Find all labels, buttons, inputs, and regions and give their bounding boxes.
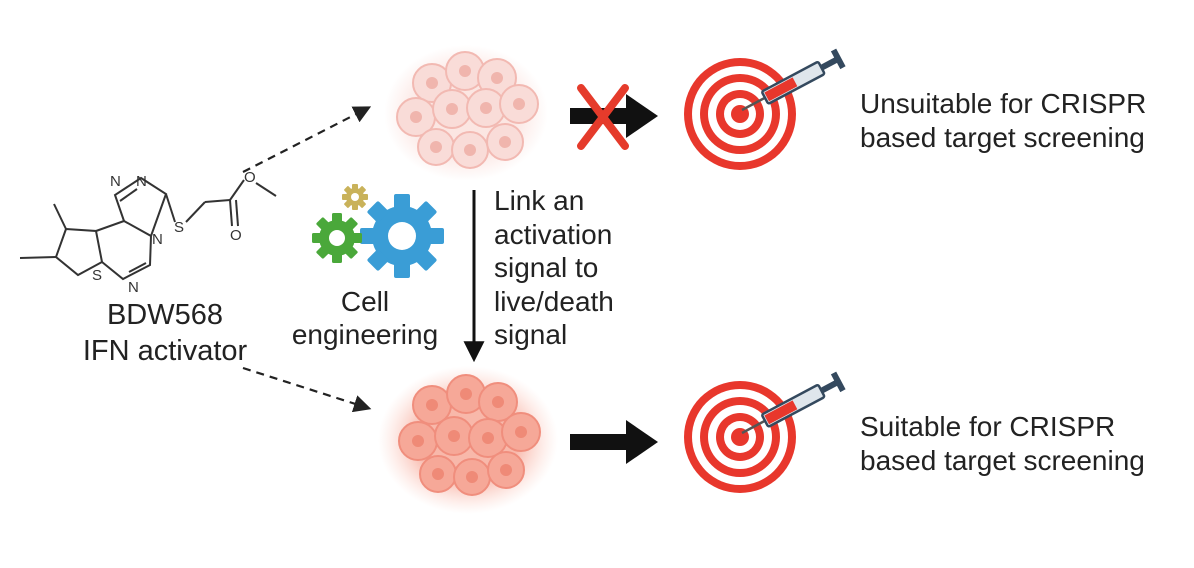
- suitable-line-1: Suitable for CRISPR: [860, 411, 1116, 442]
- compound-structure: [19, 176, 277, 281]
- engineering-line-1: Cell: [340, 286, 390, 317]
- unsuitable-label: Unsuitable for CRISPR based target scree…: [860, 87, 1190, 155]
- link-line: activation: [494, 218, 613, 250]
- cell-cluster-icon: [384, 45, 548, 181]
- unsuitable-line-1: Unsuitable for CRISPR: [860, 88, 1147, 119]
- compound-atom-labels: S N N N N S O O: [92, 169, 256, 296]
- suitable-line-2: based target screening: [860, 445, 1145, 476]
- syringe-icon: [741, 48, 846, 112]
- link-line: Link an: [494, 185, 585, 216]
- suitable-label: Suitable for CRISPR based target screeni…: [860, 410, 1190, 478]
- atom-n-bridge: N: [152, 231, 163, 248]
- link-line: signal: [494, 319, 568, 350]
- syringe-icon: [741, 371, 846, 435]
- compound-label: BDW568 IFN activator: [70, 297, 260, 369]
- atom-n-triazole-2: N: [136, 173, 147, 190]
- dashed-arrow-bottom: [242, 366, 372, 413]
- engineering-line-2: engineering: [291, 319, 439, 350]
- link-line: signal to: [494, 252, 599, 283]
- unsuitable-line-2: based target screening: [860, 122, 1145, 153]
- target-icon: [684, 381, 796, 493]
- link-signal-label: Link an activation signal to live/death …: [494, 184, 654, 352]
- dashed-arrow-top: [242, 106, 372, 173]
- engineering-label: Cell engineering: [280, 285, 450, 351]
- atom-n-pyrimidine: N: [128, 279, 139, 296]
- atom-o-ether: O: [244, 169, 256, 186]
- cross-icon: [577, 84, 629, 150]
- compound-description: IFN activator: [82, 335, 248, 367]
- gear-icon: [312, 213, 362, 263]
- link-line: live/death: [494, 285, 614, 317]
- atom-o-carbonyl: O: [230, 227, 242, 244]
- gear-icon: [342, 184, 368, 210]
- cell-cluster-icon: [378, 366, 558, 514]
- atom-s-link: S: [174, 219, 184, 236]
- gear-icon: [360, 194, 444, 278]
- target-icon: [684, 58, 796, 170]
- success-arrow: [570, 420, 658, 464]
- atom-n-triazole-1: N: [110, 173, 121, 190]
- compound-name: BDW568: [106, 299, 224, 331]
- atom-s-ring: S: [92, 267, 102, 284]
